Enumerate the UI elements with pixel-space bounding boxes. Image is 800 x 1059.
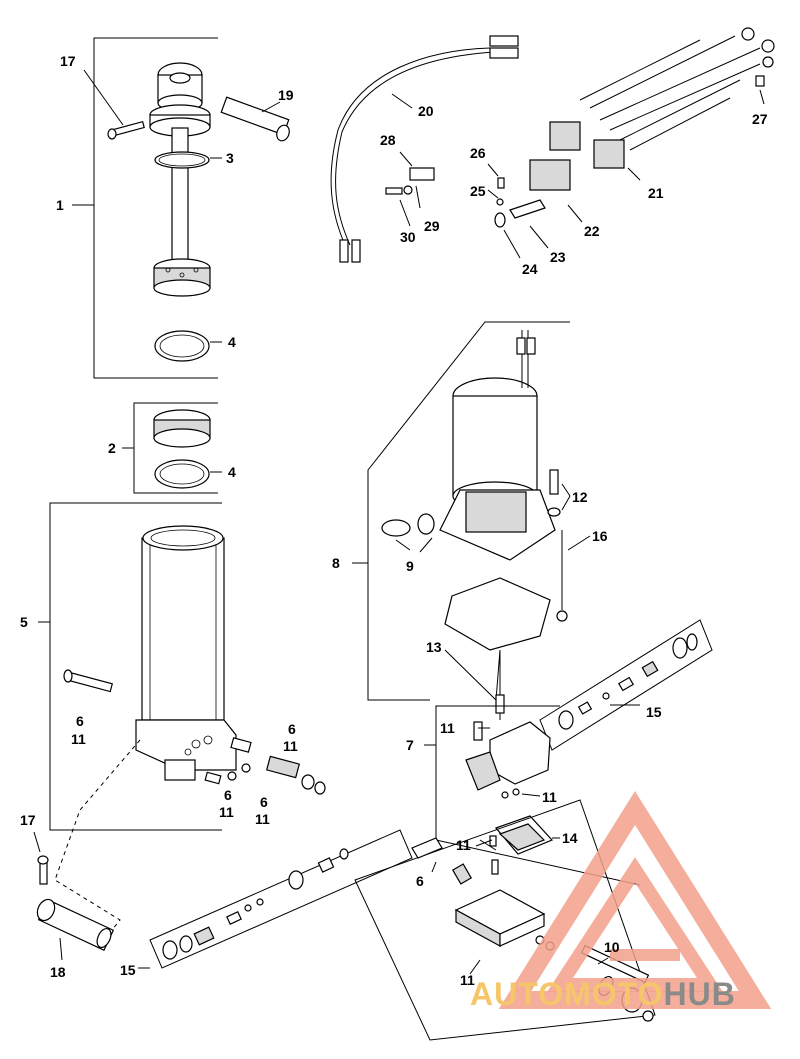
callout-27: 27 [752,111,768,127]
callout-2: 2 [108,440,116,456]
group-20-wiring-harness [330,35,519,263]
callout-4-bottom: 4 [228,464,236,480]
callout-10: 10 [604,939,620,955]
callout-3: 3 [226,150,234,166]
group-15-lower-valve-kit [138,829,413,969]
callout-5: 5 [20,614,28,630]
callout-23: 23 [550,249,566,265]
group-18-pivot-pin [33,831,115,961]
callout-11-left: 11 [71,731,86,747]
group-11-base-plate [354,799,656,1041]
callout-14: 14 [562,830,578,846]
callout-4-top: 4 [228,334,236,350]
callout-6-mid: 6 [224,787,232,803]
callout-11-plate: 11 [456,837,471,853]
callout-11-block: 11 [440,720,455,736]
group-5-cylinder-housing [38,502,326,936]
callout-16: 16 [592,528,608,544]
group-7-pump-block [424,705,641,886]
callout-15-lower: 15 [120,962,136,978]
callout-20: 20 [418,103,434,119]
group-22-30-relay-hardware [385,151,583,259]
callout-15-upper: 15 [646,704,662,720]
callout-11-right2: 11 [542,789,557,805]
callout-6-mid2: 6 [260,794,268,810]
callout-11-mid: 11 [219,804,234,820]
callout-11-base: 11 [460,972,475,988]
callout-28: 28 [380,132,396,148]
callout-30: 30 [400,229,416,245]
callout-18: 18 [50,964,66,980]
group-8-pump-motor [352,321,591,720]
watermark-logo-icon [498,791,772,1009]
callout-12: 12 [572,489,588,505]
callout-9: 9 [406,558,414,574]
callout-6-right: 6 [288,721,296,737]
group-2-piston-assembly [122,402,222,494]
callout-19: 19 [278,87,294,103]
callout-8: 8 [332,555,340,571]
callout-25: 25 [470,183,486,199]
callout-17-top: 17 [60,53,76,69]
callout-17-bottom: 17 [20,812,36,828]
callout-11-right: 11 [283,738,298,754]
callout-22: 22 [584,223,600,239]
group-1-ram-assembly [72,37,290,379]
callout-6-left: 6 [76,713,84,729]
callout-24: 24 [522,261,538,277]
group-21-relay-harness [549,27,775,181]
group-15-upper-valve-kit [539,619,713,751]
callout-13: 13 [426,639,442,655]
callout-1: 1 [56,197,64,213]
callout-labels: 17 19 3 1 4 2 4 5 6 11 6 11 6 11 6 11 17… [20,53,768,988]
callout-29: 29 [424,218,440,234]
watermark-text: AUTOMOTOHUB [470,976,736,1012]
callout-11-mid2: 11 [255,811,270,827]
callout-7: 7 [406,737,414,753]
callout-6-plate: 6 [416,873,424,889]
callout-21: 21 [648,185,664,201]
callout-26: 26 [470,145,486,161]
